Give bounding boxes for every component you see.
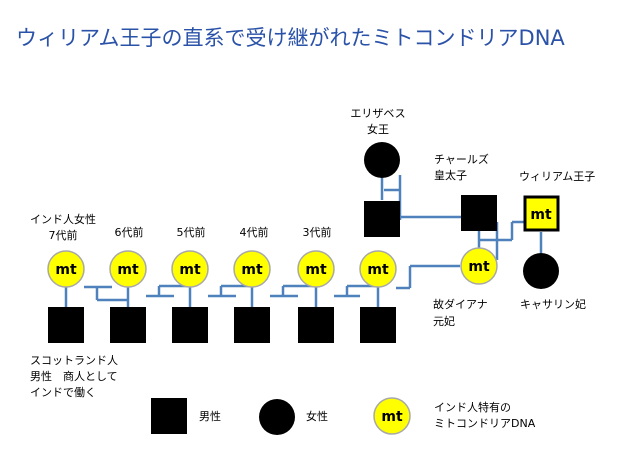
label-gen5: 5代前: [177, 225, 206, 239]
legend-male-icon: [151, 398, 187, 434]
mt-circle-gen2: mt: [359, 250, 397, 288]
svg-text:mt: mt: [179, 262, 201, 278]
page-title: ウィリアム王子の直系で受け継がれたミトコンドリアDNA: [16, 26, 565, 50]
mt-circle-diana: mt: [460, 247, 498, 285]
legend-mt-icon: mt: [373, 397, 411, 435]
label-diana-2: 元妃: [433, 314, 455, 328]
label-scottish-1: スコットランド人: [30, 354, 118, 367]
legend-mt-label-1: インド人特有の: [434, 400, 511, 414]
label-gen3: 3代前: [303, 225, 332, 239]
label-charles-1: チャールズ: [434, 152, 489, 166]
label-scottish-3: インドで働く: [30, 386, 96, 399]
mt-circle-indian-woman: mt: [47, 250, 85, 288]
label-gen6: 6代前: [115, 225, 144, 239]
mt-square-william: mt: [523, 195, 560, 232]
label-william: ウィリアム王子: [519, 170, 595, 183]
svg-text:mt: mt: [381, 409, 403, 425]
male-square-gen2: [360, 307, 396, 343]
mt-row: mt mt mt mt mt mt mt: [47, 247, 498, 288]
svg-text:mt: mt: [367, 262, 389, 278]
male-row: [48, 307, 396, 343]
label-diana-1: 故ダイアナ: [433, 297, 488, 311]
male-square-philip: [364, 201, 400, 237]
label-indian-woman-1: インド人女性: [30, 212, 96, 226]
mt-circle-gen6: mt: [109, 250, 147, 288]
label-charles-2: 皇太子: [434, 168, 467, 182]
label-catherine: キャサリン妃: [520, 297, 586, 311]
svg-text:mt: mt: [468, 259, 490, 275]
svg-text:mt: mt: [305, 262, 327, 278]
label-elizabeth-2: 女王: [367, 122, 389, 136]
svg-text:mt: mt: [55, 262, 77, 278]
legend: 男性 女性 mt インド人特有の ミトコンドリアDNA: [151, 397, 536, 435]
legend-female-label: 女性: [306, 409, 328, 423]
male-square-gen6: [110, 307, 146, 343]
connector-lines: [64, 175, 543, 307]
male-square-scottish: [48, 307, 84, 343]
male-square-gen5: [172, 307, 208, 343]
svg-text:mt: mt: [241, 262, 263, 278]
legend-male-label: 男性: [199, 409, 221, 423]
female-circle-catherine: [523, 253, 559, 289]
male-square-gen3: [298, 307, 334, 343]
label-elizabeth-1: エリザベス: [350, 107, 405, 120]
female-circle-elizabeth: [364, 142, 400, 178]
svg-text:mt: mt: [530, 207, 552, 223]
label-indian-woman-2: 7代前: [49, 228, 78, 242]
label-gen4: 4代前: [240, 225, 269, 239]
svg-text:mt: mt: [117, 262, 139, 278]
male-square-charles: [461, 195, 497, 231]
legend-mt-label-2: ミトコンドリアDNA: [434, 417, 536, 430]
mt-circle-gen3: mt: [297, 250, 335, 288]
legend-female-icon: [259, 399, 295, 435]
mt-circle-gen5: mt: [171, 250, 209, 288]
mt-circle-gen4: mt: [233, 250, 271, 288]
male-square-gen4: [234, 307, 270, 343]
label-scottish-2: 男性 商人として: [30, 369, 118, 383]
